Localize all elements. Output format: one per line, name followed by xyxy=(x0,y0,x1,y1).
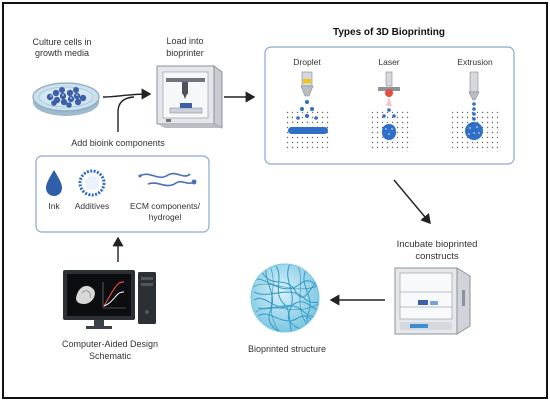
computer-icon xyxy=(63,270,156,329)
incubate-label-line1: Incubate bioprinted xyxy=(397,239,478,250)
add-bioink-label: Add bioink components xyxy=(71,138,165,148)
cad-label-line1: Computer-Aided Design xyxy=(62,339,158,349)
bioprinter-icon xyxy=(156,65,223,129)
arrow-types-to-incubate xyxy=(393,179,431,225)
laser-printing-icon xyxy=(368,71,412,152)
extrusion-label: Extrusion xyxy=(457,57,493,67)
incubator-icon xyxy=(394,267,471,335)
culture-label-line2: growth media xyxy=(35,48,89,58)
extrusion-printing-icon xyxy=(452,71,498,152)
load-label-line1: Load into xyxy=(166,36,203,46)
cad-label-line2: Schematic xyxy=(89,351,132,361)
arrow-bioink-to-printer xyxy=(117,96,135,132)
incubate-label-line2: constructs xyxy=(415,251,459,262)
culture-label-line1: Culture cells in xyxy=(32,37,91,47)
droplet-printing-icon xyxy=(284,71,330,152)
arrow-culture-to-printer xyxy=(102,88,152,100)
ecm-label-line2: hydrogel xyxy=(149,212,182,222)
load-label-line2: bioprinter xyxy=(166,48,204,58)
ink-label: Ink xyxy=(48,201,60,211)
bioink-panel xyxy=(35,155,210,233)
bioprinted-structure-icon xyxy=(250,263,320,333)
droplet-label: Droplet xyxy=(293,57,321,67)
additives-label: Additives xyxy=(75,201,110,211)
ecm-label-line1: ECM components/ xyxy=(130,201,201,211)
ink-drop-icon xyxy=(46,170,62,196)
structure-label: Bioprinted structure xyxy=(248,344,326,354)
laser-label: Laser xyxy=(378,57,399,67)
ecm-fiber-icon xyxy=(138,172,197,187)
petri-dish-icon xyxy=(32,82,100,116)
additives-icon xyxy=(78,169,106,197)
types-title: Types of 3D Bioprinting xyxy=(333,27,445,38)
